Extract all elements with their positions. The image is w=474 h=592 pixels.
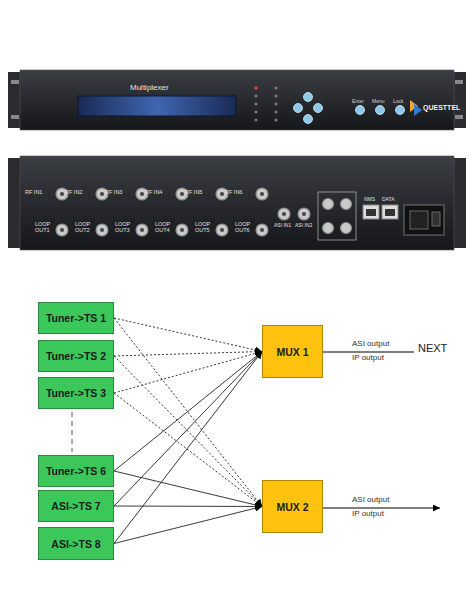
signal-connector (114, 318, 262, 507)
input-box: ASI->TS 8 (38, 527, 114, 560)
signal-connector (114, 352, 262, 357)
input-box: Tuner->TS 3 (38, 377, 114, 409)
port-label: RF IN5 (185, 190, 202, 196)
signal-connector (114, 352, 262, 507)
port-label: LOOP OUT1 (35, 222, 57, 234)
signal-label: ASI output (352, 340, 389, 348)
port-label: DATA (382, 197, 395, 202)
device-title: Multiplexer (130, 84, 169, 92)
port-label: LOOP OUT2 (75, 222, 97, 234)
node-text: Tuner->TS 1 (46, 312, 106, 324)
port-label: ASI IN2 (295, 223, 312, 228)
port-label: NMS (364, 197, 375, 202)
signal-label: IP output (352, 510, 384, 518)
signal-label: ASI output (352, 496, 389, 504)
output-line (323, 352, 414, 353)
signal-connector (114, 352, 262, 472)
node-text: Tuner->TS 2 (46, 350, 106, 362)
node-text: MUX 2 (276, 501, 308, 513)
signal-connector (114, 393, 262, 507)
signal-connector (114, 352, 262, 544)
node-text: MUX 1 (276, 346, 308, 358)
input-box: Tuner->TS 1 (38, 302, 114, 334)
node-text: ASI->TS 8 (51, 538, 100, 550)
continuation-line (72, 412, 73, 452)
node-text: Tuner->TS 3 (46, 387, 106, 399)
signal-label: NEXT (418, 343, 447, 355)
mux-box: MUX 1 (262, 325, 323, 378)
port-label: LOOP OUT4 (155, 222, 177, 234)
port-label: RF IN6 (225, 190, 242, 196)
port-label: RF IN2 (65, 190, 82, 196)
rear-panel (8, 156, 466, 250)
front-panel (8, 70, 466, 130)
port-label: LOOP OUT6 (235, 222, 257, 234)
port-label: ASI IN1 (274, 223, 291, 228)
port-label: LOOP OUT5 (195, 222, 217, 234)
signal-connector (114, 507, 262, 544)
node-text: ASI->TS 7 (51, 500, 100, 512)
button-label: Enter (352, 99, 364, 104)
port-label: RF IN3 (105, 190, 122, 196)
input-box: ASI->TS 7 (38, 490, 114, 522)
input-box: Tuner->TS 6 (38, 455, 114, 487)
signal-connector (114, 356, 262, 507)
signal-connector (114, 352, 262, 394)
port-label: LOOP OUT3 (115, 222, 137, 234)
signal-connector (114, 506, 262, 508)
brand-logo: QUESTTEL (423, 104, 460, 111)
button-label: Lock (393, 99, 404, 104)
signal-connector (114, 471, 262, 507)
node-text: Tuner->TS 6 (46, 465, 106, 477)
button-label: Menu (372, 99, 385, 104)
output-arrow (323, 508, 440, 509)
mux-box: MUX 2 (262, 480, 323, 533)
signal-label: IP output (352, 354, 384, 362)
input-box: Tuner->TS 2 (38, 340, 114, 372)
port-label: RF IN4 (145, 190, 162, 196)
port-label: RF IN1 (25, 190, 42, 196)
